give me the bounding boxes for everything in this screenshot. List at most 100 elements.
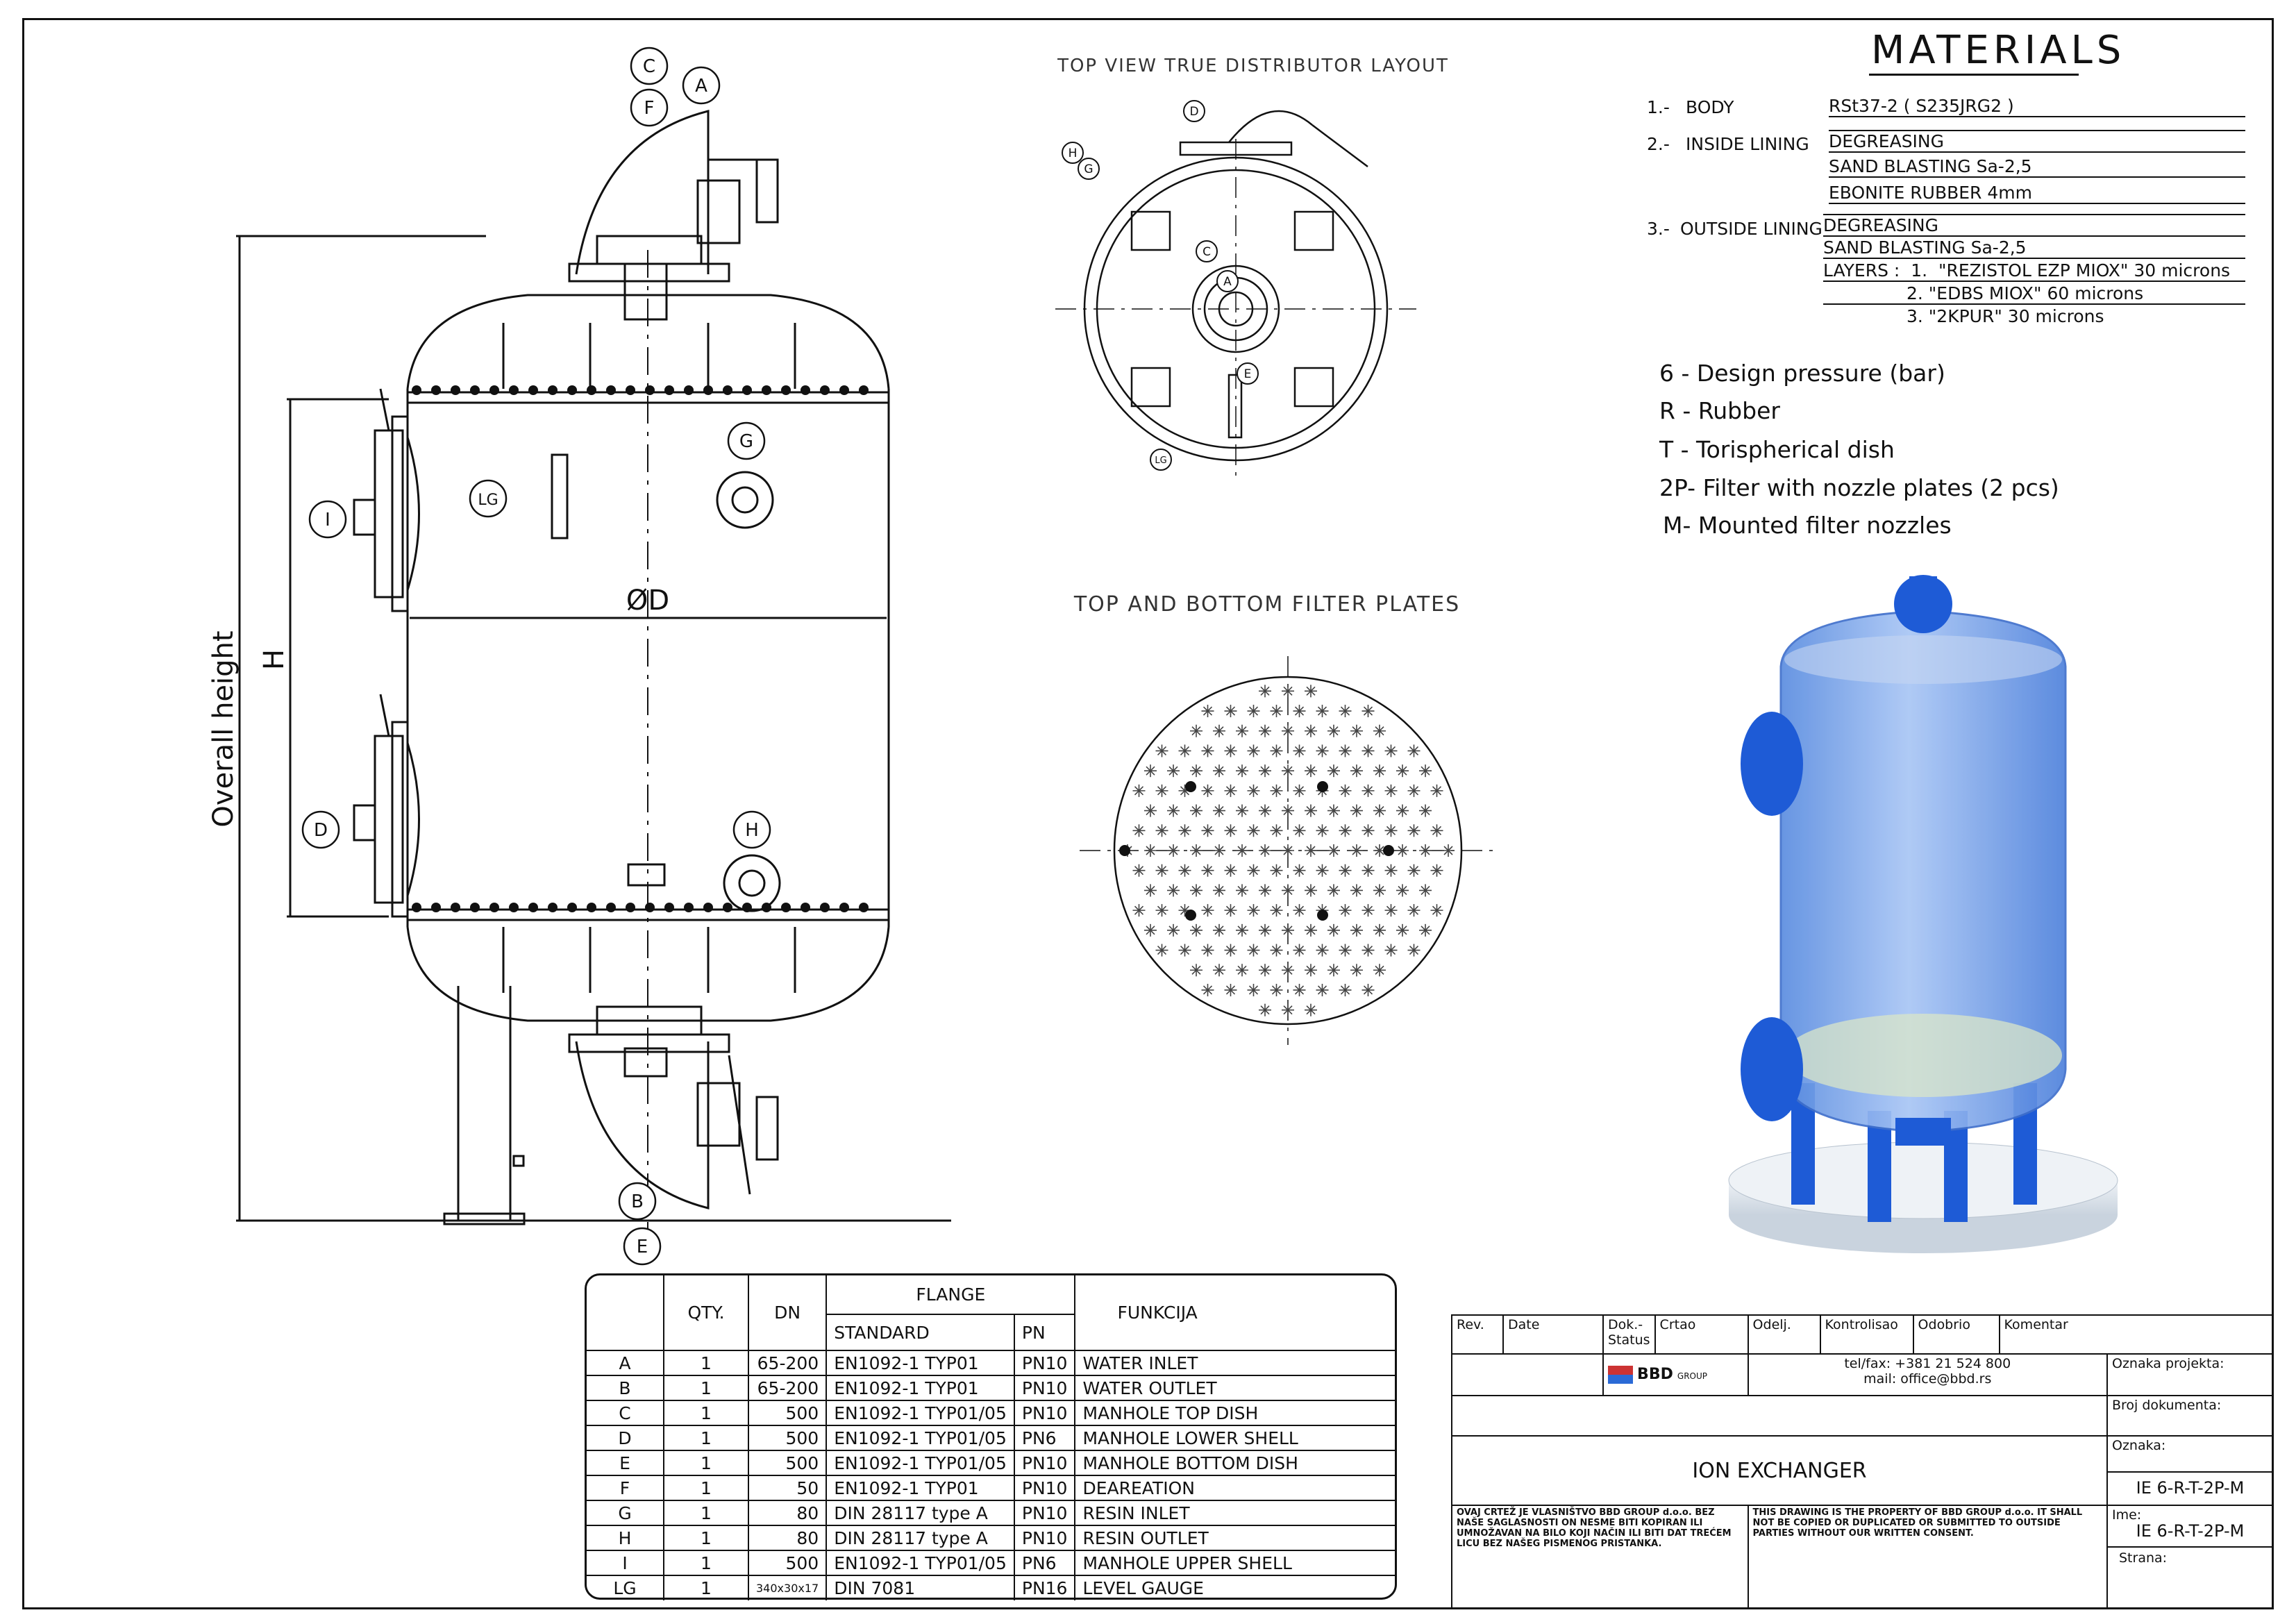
- filter-nozzle-mark: [859, 385, 869, 395]
- row-qty: 1: [663, 1450, 749, 1476]
- tb-oznaka-projekta: Oznaka projekta:: [2106, 1353, 2274, 1396]
- filter-nozzle-mark: [470, 903, 480, 912]
- material-3-line-3: LAYERS : 1. "REZISTOL EZP MIOX" 30 micro…: [1823, 260, 2245, 282]
- row-func: MANHOLE TOP DISH: [1074, 1400, 1395, 1426]
- filter-nozzle-mark: [645, 903, 655, 912]
- filter-nozzle-mark: [664, 903, 674, 912]
- plate-nozzle-mark: [1259, 923, 1271, 937]
- plate-nozzle-mark: [1396, 923, 1409, 937]
- plate-nozzle-mark: [1178, 744, 1191, 757]
- filter-nozzle-mark: [703, 903, 713, 912]
- balloon-g: G: [739, 431, 753, 452]
- legend-5: M- Mounted filter nozzles: [1663, 512, 1952, 539]
- plate-nozzle-mark: [1305, 923, 1317, 937]
- plate-nozzle-mark: [1259, 964, 1271, 977]
- plate-nozzle-mark: [1350, 804, 1363, 817]
- row-standard: DIN 28117 type A: [826, 1500, 1015, 1526]
- plate-nozzle-mark: [1396, 884, 1409, 897]
- filter-nozzle-mark: [509, 903, 519, 912]
- filter-nozzle-mark: [820, 385, 830, 395]
- material-1-line-1: RSt37-2 ( S235JRG2 ): [1829, 96, 2245, 117]
- plate-nozzle-mark: [1339, 983, 1352, 996]
- filter-nozzle-mark: [801, 903, 810, 912]
- tb-komentar: Komentar: [1998, 1314, 2274, 1355]
- balloon-c: C: [643, 56, 655, 77]
- plate-nozzle-mark: [1201, 983, 1214, 996]
- row-id: D: [587, 1425, 664, 1451]
- top-view-title: TOP VIEW TRUE DISTRIBUTOR LAYOUT: [1057, 56, 1449, 76]
- plate-nozzle-mark: [1144, 923, 1157, 937]
- plate-nozzle-mark: [1361, 983, 1375, 996]
- tb-odelj: Odelj.: [1747, 1314, 1821, 1355]
- row-func: MANHOLE BOTTOM DISH: [1074, 1450, 1395, 1476]
- plate-nozzle-mark: [1430, 864, 1443, 877]
- legend-3: T - Torispherical dish: [1659, 436, 1895, 463]
- plate-nozzle-mark: [1201, 705, 1214, 718]
- row-dn: 65-200: [747, 1375, 828, 1401]
- balloon-a: A: [695, 76, 707, 97]
- row-pn: PN10: [1013, 1475, 1076, 1501]
- plate-nozzle-mark: [1132, 904, 1146, 917]
- legend-4: 2P- Filter with nozzle plates (2 pcs): [1659, 474, 2059, 501]
- plate-nozzle-mark: [1305, 764, 1317, 778]
- row-id: I: [587, 1550, 664, 1576]
- plate-nozzle-mark: [1282, 685, 1294, 698]
- plate-nozzle-mark: [1224, 983, 1237, 996]
- plate-nozzle-mark: [1327, 964, 1340, 977]
- plate-nozzle-mark: [1236, 764, 1248, 778]
- row-id: F: [587, 1475, 664, 1501]
- plate-nozzle-mark: [1350, 964, 1363, 977]
- plate-nozzle-mark: [1350, 764, 1363, 778]
- plate-nozzle-mark: [1178, 824, 1191, 837]
- plate-nozzle-mark: [1190, 724, 1203, 737]
- plate-nozzle-mark: [1259, 844, 1271, 857]
- plate-nozzle-mark: [1236, 804, 1248, 817]
- notice-serbian: OVAJ CRTEŽ JE VLASNIŠTVO BBD GROUP d.o.o…: [1451, 1505, 1749, 1609]
- drawing-title: ION EXCHANGER: [1451, 1435, 2108, 1506]
- notice-english: THIS DRAWING IS THE PROPERTY OF BBD GROU…: [1747, 1505, 2109, 1609]
- plate-nozzle-mark: [1373, 804, 1386, 817]
- title-block: Rev. Date Dok.-Status Crtao Odelj. Kontr…: [1451, 1314, 2274, 1609]
- filter-nozzle-mark: [703, 385, 713, 395]
- plate-nozzle-mark: [1270, 904, 1283, 917]
- filter-nozzle-mark: [859, 903, 869, 912]
- plate-nozzle-mark: [1213, 884, 1225, 897]
- plate-nozzle-mark: [1361, 864, 1375, 877]
- row-dn: 65-200: [747, 1350, 828, 1376]
- plate-nozzle-mark: [1339, 705, 1352, 718]
- plate-nozzle-mark: [1167, 804, 1180, 817]
- filter-nozzle-mark: [587, 903, 596, 912]
- row-standard: EN1092-1 TYP01/05: [826, 1550, 1015, 1576]
- col-standard: STANDARD: [826, 1314, 1015, 1351]
- row-id: B: [587, 1375, 664, 1401]
- plate-nozzle-mark: [1282, 764, 1294, 778]
- plate-nozzle-mark: [1419, 923, 1432, 937]
- row-func: MANHOLE LOWER SHELL: [1074, 1425, 1395, 1451]
- filter-nozzle-mark: [839, 903, 849, 912]
- plate-nozzle-mark: [1282, 804, 1294, 817]
- plate-nozzle-mark: [1259, 764, 1271, 778]
- plate-nozzle-mark: [1155, 864, 1168, 877]
- filter-nozzle-mark: [489, 903, 499, 912]
- plate-nozzle-mark: [1259, 804, 1271, 817]
- plate-nozzle-mark: [1155, 744, 1168, 757]
- plate-nozzle-mark: [1305, 724, 1317, 737]
- plate-nozzle-mark: [1339, 744, 1352, 757]
- plate-nozzle-mark: [1350, 724, 1363, 737]
- filter-nozzle-mark: [412, 385, 421, 395]
- filter-nozzle-mark: [684, 903, 694, 912]
- plate-nozzle-mark: [1247, 784, 1260, 797]
- plate-nozzle-mark: [1144, 764, 1157, 778]
- row-func: WATER OUTLET: [1074, 1375, 1395, 1401]
- plate-nozzle-mark: [1155, 824, 1168, 837]
- row-func: MANHOLE UPPER SHELL: [1074, 1550, 1395, 1576]
- material-3-num: 3.-: [1647, 219, 1670, 239]
- plate-nozzle-mark: [1190, 804, 1203, 817]
- material-2-label: INSIDE LINING: [1686, 134, 1809, 154]
- filter-nozzle-mark: [548, 903, 558, 912]
- plate-nozzle-mark: [1373, 844, 1386, 857]
- filter-nozzle-mark: [509, 385, 519, 395]
